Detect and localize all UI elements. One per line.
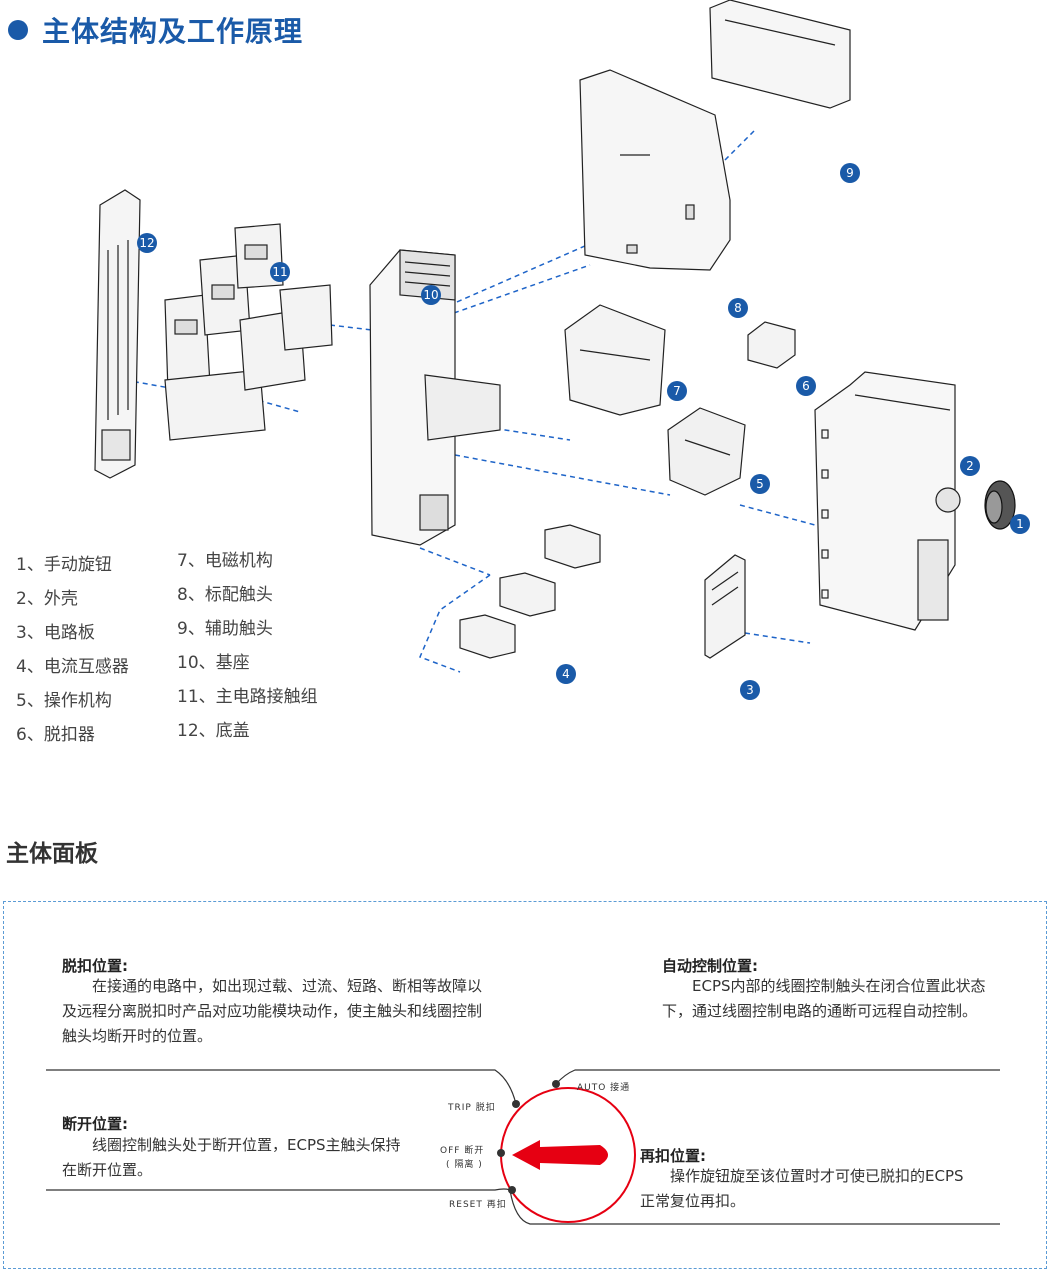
dial-dot-off [497, 1149, 505, 1157]
dial-label-auto: AUTO 接通 [577, 1083, 631, 1093]
bottom-cover-part [94, 189, 141, 479]
legend-item-1: 1、手动旋钮 [16, 555, 112, 575]
off-position-text: 线圈控制触头处于断开位置，ECPS主触头保持在断开位置。 [62, 1136, 401, 1179]
assembly-guide-lines [124, 129, 816, 673]
legend-item-7: 7、电磁机构 [177, 551, 273, 571]
reset-position-text: 操作旋钮旋至该位置时才可使已脱扣的ECPS正常复位再扣。 [640, 1167, 964, 1210]
badge-4: 4 [556, 664, 576, 684]
legend-item-10: 10、基座 [177, 653, 250, 673]
title-bullet-icon [8, 20, 28, 40]
housing-part [814, 371, 961, 631]
reset-position-title: 再扣位置: [640, 1147, 706, 1165]
badge-6: 6 [796, 376, 816, 396]
badge-8: 8 [728, 298, 748, 318]
off-position-title: 断开位置: [62, 1115, 128, 1133]
dial-label-off: OFF 断开 [440, 1146, 485, 1156]
dial-label-reset: RESET 再扣 [449, 1200, 507, 1210]
dial-dot-reset [508, 1186, 516, 1194]
terminal-strip-part [709, 0, 851, 109]
page-title: 主体结构及工作原理 [8, 10, 303, 50]
dial-dot-auto [552, 1080, 560, 1088]
dial-label-trip: TRIP 脱扣 [448, 1103, 496, 1113]
badge-3: 3 [740, 680, 760, 700]
legend-item-6: 6、脱扣器 [16, 725, 95, 745]
badge-11: 11 [270, 262, 290, 282]
auto-position-text: ECPS内部的线圈控制触头在闭合位置此状态下，通过线圈控制电路的通断可远程自动控… [662, 977, 986, 1020]
legend-item-5: 5、操作机构 [16, 691, 112, 711]
badge-9: 9 [840, 163, 860, 183]
standard-contact-part [747, 321, 796, 369]
auxiliary-contact-part [579, 69, 731, 271]
legend-item-4: 4、电流互感器 [16, 657, 129, 677]
trip-position-text: 在接通的电路中，如出现过载、过流、短路、断相等故障以及远程分离脱扣时产品对应功能… [62, 977, 483, 1045]
badge-12: 12 [137, 233, 157, 253]
section-title-panel: 主体面板 [6, 841, 98, 867]
trip-position-title: 脱扣位置: [62, 957, 128, 975]
exploded-view-diagram [94, 0, 1016, 673]
legend-item-12: 12、底盖 [177, 721, 250, 741]
legend-item-3: 3、电路板 [16, 623, 95, 643]
badge-5: 5 [750, 474, 770, 494]
operating-mechanism-part [667, 407, 746, 496]
circuit-board-part [704, 554, 746, 659]
auto-position-title: 自动控制位置: [662, 957, 758, 975]
legend-item-9: 9、辅助触头 [177, 619, 273, 639]
legend-item-8: 8、标配触头 [177, 585, 273, 605]
page-title-text: 主体结构及工作原理 [42, 15, 304, 48]
base-part [369, 249, 501, 546]
badge-7: 7 [667, 381, 687, 401]
electromagnetic-mechanism-part [564, 304, 666, 416]
panel-frame [3, 901, 1047, 1269]
badge-2: 2 [960, 456, 980, 476]
dial-callout-lines [46, 1069, 1000, 1225]
current-transformer-part [459, 524, 601, 659]
badge-1: 1 [1010, 514, 1030, 534]
badge-10: 10 [421, 285, 441, 305]
manual-knob-part [984, 480, 1016, 530]
dial-label-isolate: ( 隔离 ) [446, 1160, 483, 1170]
legend-item-11: 11、主电路接触组 [177, 687, 318, 707]
legend-item-2: 2、外壳 [16, 589, 78, 609]
dial-pointer-arrow-icon [512, 1140, 608, 1170]
dial-dot-trip [512, 1100, 520, 1108]
